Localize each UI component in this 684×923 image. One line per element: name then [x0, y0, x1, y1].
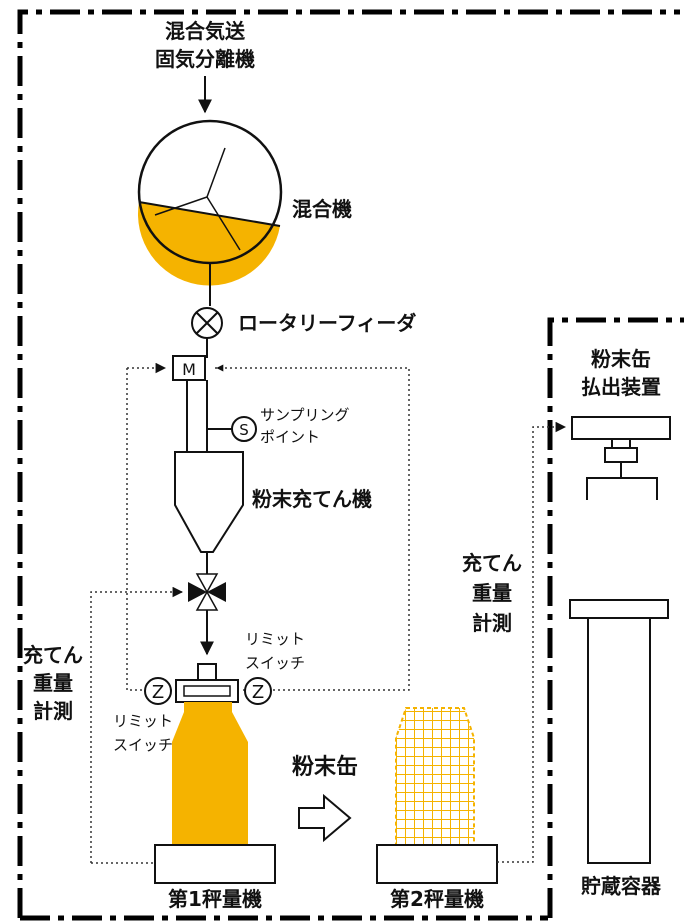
filling-nozzle	[175, 663, 239, 703]
weigh-right-label-line1: 充てん	[462, 551, 522, 575]
transfer-arrow	[298, 793, 352, 843]
area-boundary-main	[17, 9, 680, 918]
storage-label: 貯蔵容器	[581, 874, 662, 898]
rotary-feeder-symbol	[191, 307, 223, 339]
powder-can-filling	[172, 702, 248, 845]
scale-2-label: 第2秤量機	[390, 887, 484, 911]
filler-hopper	[174, 451, 244, 553]
sampling-label-line2: ポイント	[260, 428, 320, 446]
motor-box	[172, 355, 206, 381]
discharge-device	[571, 416, 671, 500]
storage-area-boundary	[547, 317, 684, 918]
filler-label: 粉末充てん機	[252, 487, 372, 511]
limit-switch-left-label-line2: スイッチ	[113, 736, 173, 754]
sampling-point-letter: S	[239, 421, 249, 439]
weigh-right-label-line2: 重量	[472, 581, 512, 605]
motor-label: M	[182, 360, 196, 379]
weigh-left-label-line2: 重量	[33, 671, 73, 695]
limit-switch-right-label-line1: リミット	[245, 630, 305, 648]
sampling-label-line1: サンプリング	[260, 406, 350, 424]
discharge-label-line2: 払出装置	[581, 375, 661, 399]
can-transfer-label: 粉末缶	[292, 754, 358, 780]
sampling-point-symbol	[231, 416, 257, 442]
mixer-powder	[137, 202, 280, 286]
scale-1-label: 第1秤量機	[168, 887, 262, 911]
weigh-left-label-line3: 計測	[33, 699, 73, 723]
weigh-signal-left-dotted	[90, 586, 184, 863]
weigh-signal-right-dotted	[497, 421, 567, 863]
limit-switch-right-z: Z	[252, 682, 264, 703]
separator-label-line1: 混合気送	[165, 19, 246, 43]
limit-switch-left-label-line1: リミット	[113, 712, 173, 730]
three-way-valve	[188, 573, 226, 611]
discharge-label-line1: 粉末缶	[591, 347, 651, 371]
limit-switch-right	[244, 677, 272, 705]
rotary-feeder-label: ロータリーフィーダ	[238, 311, 416, 335]
mixer	[137, 119, 283, 286]
limit-switch-left-z: Z	[152, 682, 164, 703]
powder-can-weighed	[395, 707, 475, 846]
control-loop-dotted	[126, 367, 410, 691]
scale-2	[376, 844, 498, 884]
weigh-left-label-line1: 充てん	[23, 643, 83, 667]
storage-container	[569, 599, 669, 864]
limit-switch-left	[144, 677, 172, 705]
scale-1	[154, 844, 276, 884]
mixer-label: 混合機	[292, 197, 352, 221]
limit-switch-right-label-line2: スイッチ	[245, 654, 305, 672]
weigh-right-label-line3: 計測	[472, 611, 512, 635]
separator-label-line2: 固気分離機	[155, 47, 255, 71]
